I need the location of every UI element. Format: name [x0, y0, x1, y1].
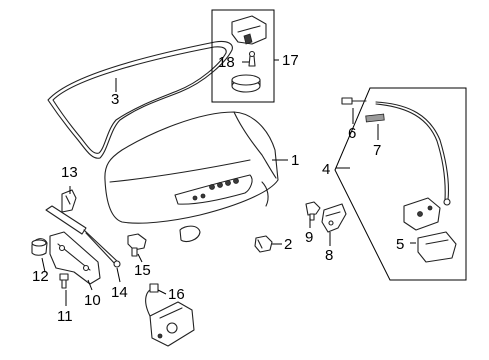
callout-17: 17 — [282, 52, 299, 69]
callout-7: 7 — [373, 142, 381, 159]
callout-6: 6 — [348, 125, 356, 142]
striker — [321, 203, 347, 233]
callout-16: 16 — [168, 286, 185, 303]
strut-bolt — [127, 233, 147, 257]
callout-12: 12 — [32, 268, 49, 285]
rubber-grommet — [231, 74, 261, 93]
callout-4: 4 — [322, 161, 330, 178]
clip — [248, 50, 256, 67]
callout-15: 15 — [134, 262, 151, 279]
callout-5: 5 — [396, 236, 404, 253]
callout-9: 9 — [305, 229, 313, 246]
callout-11: 11 — [57, 308, 73, 325]
callout-labels: 1 2 3 4 5 6 7 8 9 10 11 12 13 14 15 16 1… — [32, 52, 404, 325]
bumper-bracket — [231, 15, 267, 45]
callout-3: 3 — [111, 91, 119, 108]
bumper-kit-inset — [211, 9, 275, 103]
opener-cable-inset — [334, 87, 467, 281]
callout-10: 10 — [84, 292, 101, 309]
latch-assembly — [145, 283, 195, 347]
callout-8: 8 — [325, 247, 333, 264]
leader-lines — [41, 59, 416, 306]
callout-14: 14 — [111, 284, 128, 301]
nut — [254, 235, 273, 253]
trunk-seal-weatherstrip — [47, 40, 233, 159]
latch-actuator — [403, 197, 441, 231]
striker-bolt — [305, 201, 321, 221]
latch-body — [417, 231, 457, 263]
gas-strut — [45, 205, 121, 268]
release-cover — [365, 113, 385, 123]
hinge-bolt — [59, 273, 69, 289]
strut-bracket — [61, 189, 77, 213]
release-handle — [341, 97, 367, 105]
callout-18: 18 — [218, 54, 235, 71]
callout-2: 2 — [284, 236, 292, 253]
bumper-stop — [31, 238, 48, 256]
lid-emblem-holes — [192, 178, 239, 201]
callout-13: 13 — [61, 164, 78, 181]
trunk-lid — [104, 111, 279, 243]
callout-1: 1 — [291, 152, 299, 169]
